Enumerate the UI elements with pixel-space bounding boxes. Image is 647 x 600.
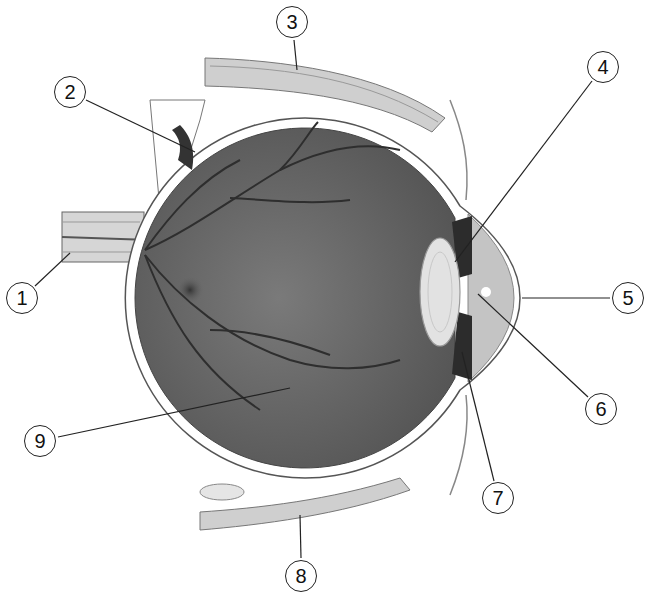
eyelid: [450, 100, 467, 200]
leader-line: [478, 294, 588, 397]
callout-number: 3: [276, 6, 308, 38]
callout-text: 4: [597, 57, 608, 77]
eyelid: [450, 395, 467, 495]
choroid-patch: [172, 125, 193, 170]
leader-line: [58, 388, 290, 437]
callout-text: 3: [286, 12, 297, 32]
callout-number: 1: [6, 282, 38, 314]
anterior-chamber: [468, 214, 514, 382]
callout-text: 5: [622, 288, 633, 308]
leader-line: [300, 515, 301, 558]
callout-text: 6: [595, 399, 606, 419]
sclera: [125, 118, 520, 478]
callout-text: 1: [16, 288, 27, 308]
lens-core: [428, 252, 452, 332]
callout-number: 5: [612, 282, 644, 314]
inferior-muscle: [200, 478, 410, 530]
leader-line: [455, 81, 592, 262]
lens: [420, 238, 460, 346]
vitreous-body: [135, 128, 455, 468]
leader-line: [294, 40, 297, 70]
leader-line: [86, 100, 195, 152]
oblique-muscle: [200, 484, 244, 500]
retinal-vessels: [145, 122, 400, 410]
callout-text: 7: [492, 488, 503, 508]
callout-text: 2: [64, 82, 75, 102]
nerve-sheath: [62, 222, 140, 223]
leader-lines: [35, 40, 610, 558]
leader-line: [522, 297, 610, 298]
callout-number: 4: [587, 51, 619, 83]
macula: [176, 276, 204, 304]
callout-number: 9: [24, 425, 56, 457]
leader-line: [462, 352, 494, 481]
leader-line: [35, 253, 70, 286]
pupil-highlight: [481, 287, 491, 297]
callout-number: 6: [585, 393, 617, 425]
callout-number: 7: [482, 482, 514, 514]
muscle-fiber: [210, 66, 438, 122]
callout-number: 8: [285, 560, 317, 592]
callout-text: 9: [34, 431, 45, 451]
callout-text: 8: [295, 566, 306, 586]
callout-number: 2: [54, 76, 86, 108]
nerve-sheath: [62, 252, 140, 253]
